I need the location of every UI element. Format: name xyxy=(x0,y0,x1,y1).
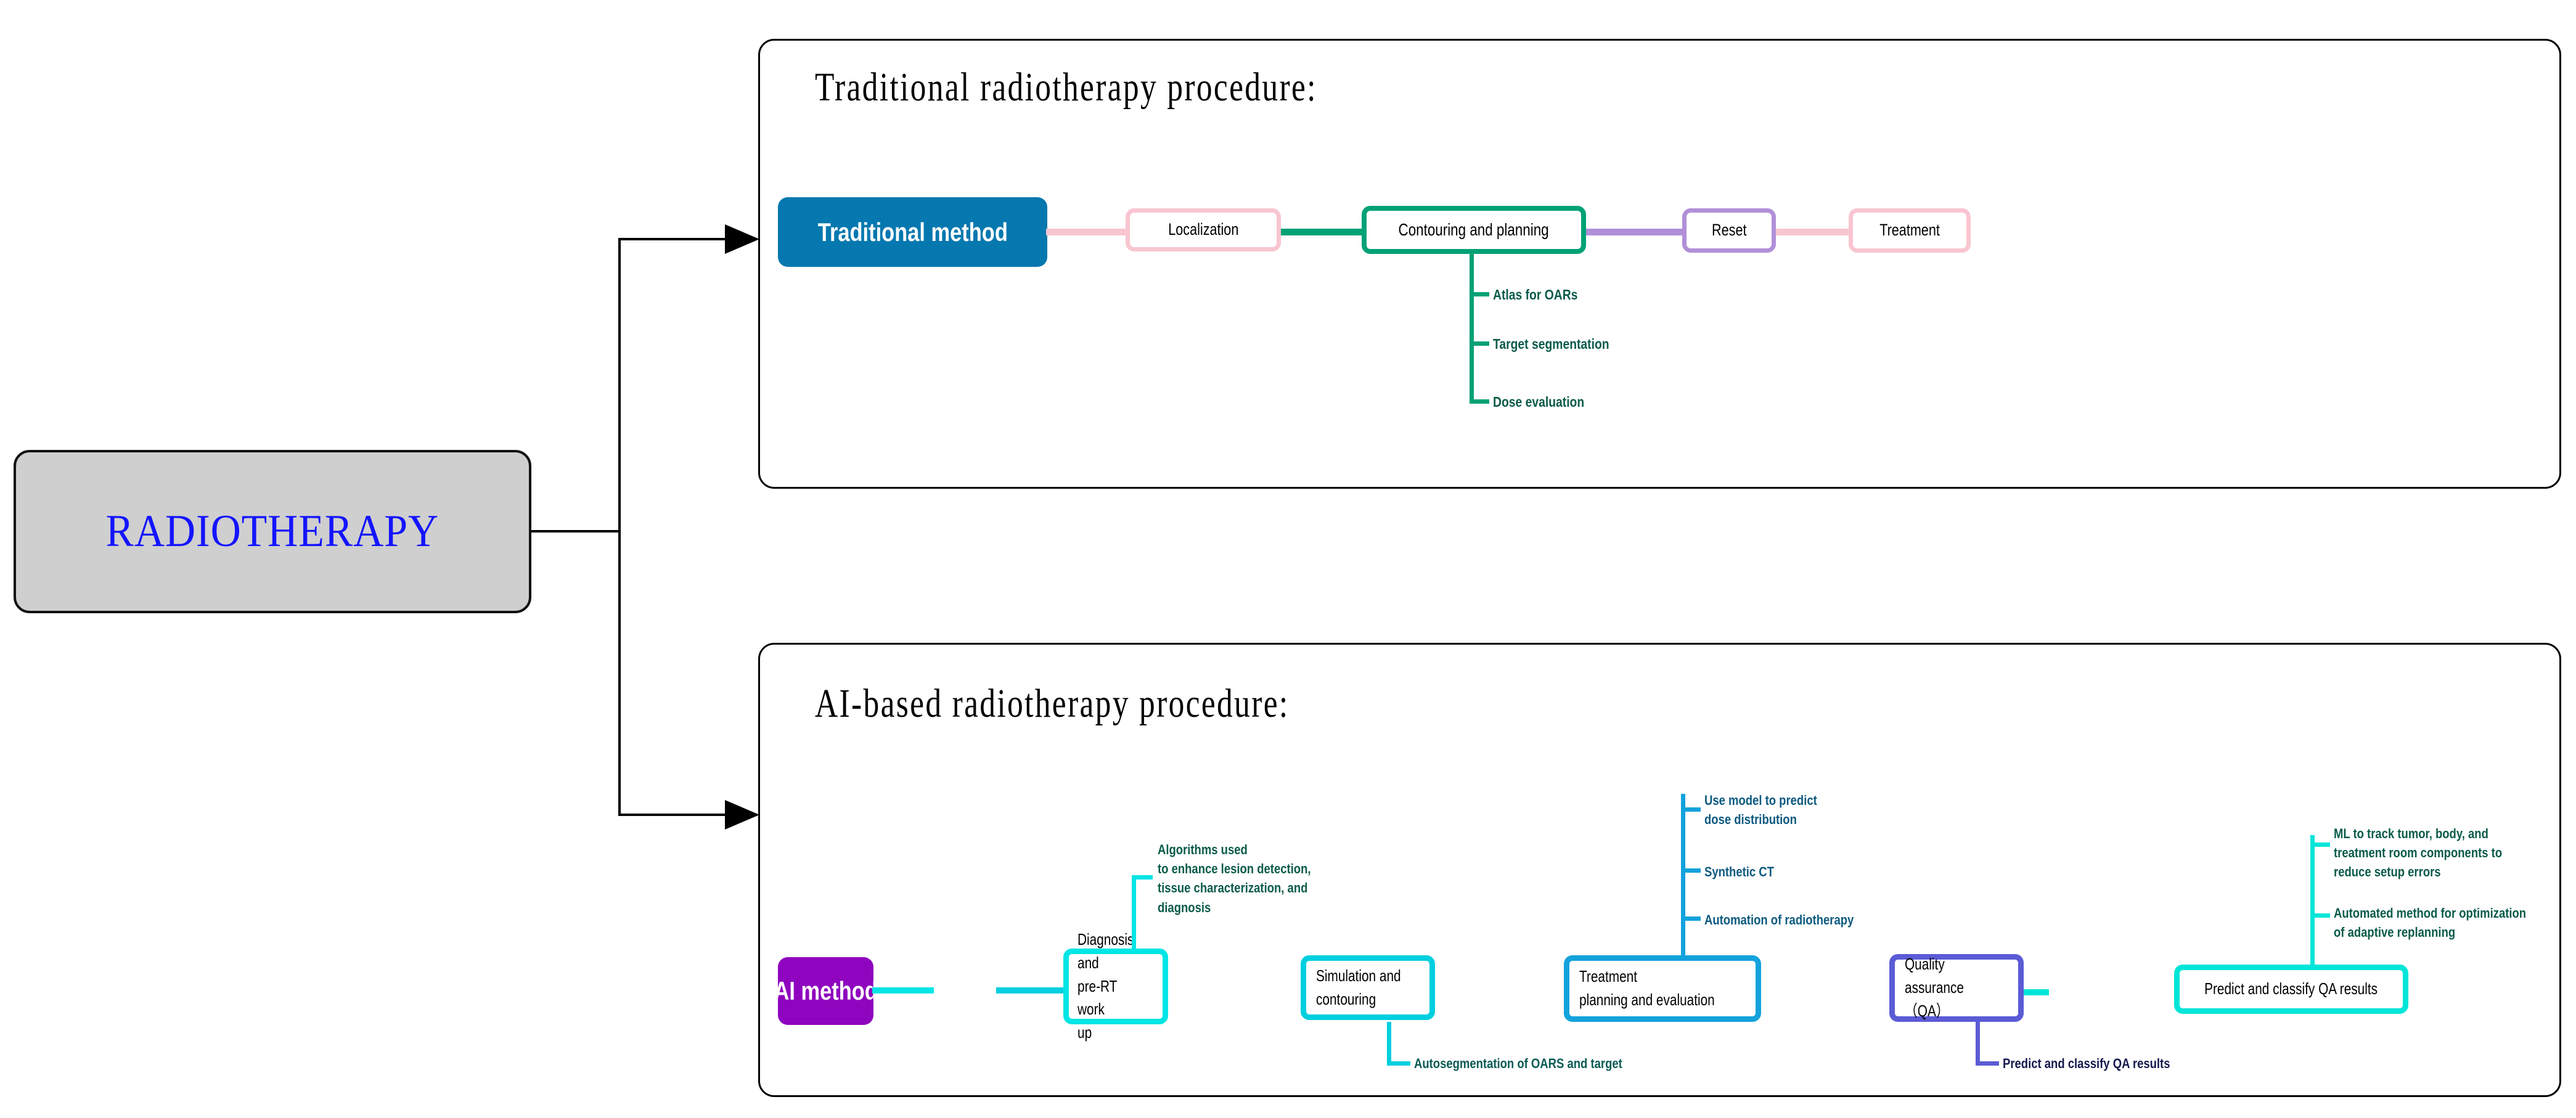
connector-trad-3 xyxy=(1586,229,1685,235)
connector-ai-1 xyxy=(872,987,934,994)
annot-trunk-treatment xyxy=(1681,794,1685,955)
subbranch-label-target: Target segmentation xyxy=(1493,336,1609,352)
node-quality-assurance-label: Quality assurance（QA） xyxy=(1905,955,1964,1020)
annot-label-adaptive: Automated method for optimization of ada… xyxy=(2334,905,2527,941)
node-contouring-planning-label: Contouring and planning xyxy=(1398,219,1550,239)
subbranch-tick-dose xyxy=(1470,399,1489,404)
node-diagnosis-prert[interactable]: Diagnosis and pre-RT work up xyxy=(1063,930,1168,1042)
annot-label-dosepredict: Use model to predict dose distribution xyxy=(1704,793,1817,828)
annot-line-predictqa-v xyxy=(1976,1022,1980,1066)
subbranch-tick-target xyxy=(1470,341,1489,346)
connector-trad-4 xyxy=(1775,229,1850,235)
node-reset-label: Reset xyxy=(1711,221,1747,240)
panel-traditional-title: Traditional radiotherapy procedure: xyxy=(815,65,1317,110)
annot-label-mltrack: ML to track tumor, body, and treatment r… xyxy=(2334,826,2503,880)
annot-tick-mltrack xyxy=(2310,843,2330,847)
annot-tick-syntheticct xyxy=(1681,868,1701,873)
node-traditional-method-label: Traditional method xyxy=(817,217,1008,247)
node-treatment-label: Treatment xyxy=(1879,221,1940,240)
connector-trad-2 xyxy=(1278,229,1364,235)
annot-tick-dosepredict xyxy=(1681,807,1701,812)
node-ai-method[interactable]: AI method xyxy=(774,957,878,1025)
node-treatment-planning-label: Treatment planning and evaluation xyxy=(1579,967,1715,1009)
connector-ai-2 xyxy=(996,987,1067,994)
annot-label-autoseg: Autosegmentation of OARS and target xyxy=(1414,1056,1622,1071)
annot-trunk-predict xyxy=(2310,835,2315,965)
annot-tick-automation xyxy=(1681,916,1701,921)
annot-label-automation: Automation of radiotherapy xyxy=(1704,912,1854,928)
connector-trad-1 xyxy=(1046,229,1127,235)
node-treatment-planning[interactable]: Treatment planning and evaluation xyxy=(1564,955,1761,1022)
node-traditional-method[interactable]: Traditional method xyxy=(778,197,1047,267)
annot-label-algorithms: Algorithms used to enhance lesion detect… xyxy=(1158,842,1311,915)
annot-line-autoseg-h xyxy=(1387,1061,1410,1066)
node-contouring-planning[interactable]: Contouring and planning xyxy=(1362,206,1586,254)
node-localization-label: Localization xyxy=(1167,220,1239,239)
root-node-label: RADIOTHERAPY xyxy=(105,506,440,557)
node-treatment[interactable]: Treatment xyxy=(1849,208,1971,253)
node-predict-classify-qa[interactable]: Predict and classify QA results xyxy=(2174,965,2408,1014)
annot-label-syntheticct: Synthetic CT xyxy=(1704,864,1774,879)
subbranch-label-dose: Dose evaluation xyxy=(1493,394,1585,410)
annot-label-predictqa: Predict and classify QA results xyxy=(2003,1056,2170,1071)
annot-line-algorithms-h xyxy=(1132,875,1153,879)
node-diagnosis-prert-label: Diagnosis and pre-RT work up xyxy=(1077,930,1134,1042)
annot-line-autoseg-v xyxy=(1387,1022,1391,1066)
node-predict-classify-qa-label: Predict and classify QA results xyxy=(2204,979,2378,998)
subbranch-tick-atlas xyxy=(1470,292,1489,296)
node-simulation-contouring[interactable]: Simulation and contouring xyxy=(1301,955,1435,1020)
annot-tick-adaptive xyxy=(2310,913,2330,918)
root-node-radiotherapy[interactable]: RADIOTHERAPY xyxy=(14,450,531,613)
node-reset[interactable]: Reset xyxy=(1682,208,1776,253)
panel-ai-title: AI-based radiotherapy procedure: xyxy=(815,681,1290,726)
panel-traditional xyxy=(758,39,2561,489)
node-quality-assurance[interactable]: Quality assurance（QA） xyxy=(1889,954,2024,1022)
annot-line-algorithms-v xyxy=(1132,875,1136,949)
annot-line-predictqa-h xyxy=(1976,1061,1999,1066)
node-simulation-contouring-label: Simulation and contouring xyxy=(1316,966,1401,1008)
node-ai-method-label: AI method xyxy=(774,976,878,1005)
node-localization[interactable]: Localization xyxy=(1126,208,1281,251)
subbranch-label-atlas: Atlas for OARs xyxy=(1493,287,1578,303)
subbranch-trunk-contouring xyxy=(1470,254,1474,404)
